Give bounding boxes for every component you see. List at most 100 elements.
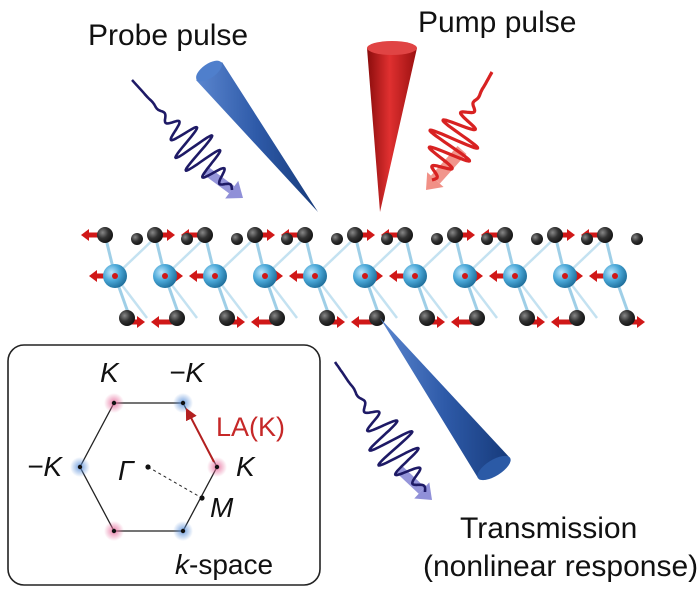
displacement-arrowhead xyxy=(167,229,175,241)
displacement-arrowhead xyxy=(251,316,259,328)
bz-k-top-label: K xyxy=(100,357,119,388)
m-point xyxy=(199,495,205,501)
k-space-suffix: -space xyxy=(189,549,274,580)
chalcogen-atom xyxy=(397,227,413,243)
displacement-arrowhead xyxy=(367,229,375,241)
chalcogen-atom xyxy=(219,310,235,326)
chalcogen-atom xyxy=(469,310,485,326)
bz-gamma-label: Γ xyxy=(118,455,134,486)
displacement-arrowhead xyxy=(589,270,597,282)
chalcogen-atom xyxy=(447,227,463,243)
transmission-direction-arrow-head xyxy=(414,482,432,500)
displacement-arrowhead xyxy=(267,229,275,241)
displacement-arrowhead xyxy=(637,316,645,328)
displacement-arrowhead xyxy=(489,270,497,282)
chalcogen-atom xyxy=(597,227,613,243)
transmission-cone-opening xyxy=(477,455,511,481)
metal-atom-core xyxy=(312,273,318,279)
chalcogen-atom xyxy=(197,227,213,243)
probe-pulse-label: Probe pulse xyxy=(88,19,249,52)
displacement-arrowhead xyxy=(437,316,445,328)
displacement-arrowhead xyxy=(289,270,297,282)
chalcogen-atom xyxy=(581,233,593,245)
metal-atom-core xyxy=(562,273,568,279)
displacement-arrowhead xyxy=(81,229,89,241)
displacement-arrowhead xyxy=(575,270,583,282)
metal-atom-core xyxy=(512,273,518,279)
phonon-la-k-arrow xyxy=(185,407,215,463)
chalcogen-atom xyxy=(331,233,343,245)
transmission-label: Transmission xyxy=(460,512,638,545)
chalcogen-atom xyxy=(381,233,393,245)
probe-beam-cone xyxy=(196,62,318,212)
chalcogen-atom xyxy=(369,310,385,326)
chalcogen-atom xyxy=(281,233,293,245)
metal-atom-core xyxy=(162,273,168,279)
chalcogen-atom xyxy=(231,233,243,245)
chalcogen-atom xyxy=(531,233,543,245)
bz-m-label: M xyxy=(210,492,234,523)
pump-direction-arrow-head xyxy=(426,172,444,190)
probe-direction-arrow xyxy=(202,166,235,194)
chalcogen-atom xyxy=(147,227,163,243)
displacement-arrowhead xyxy=(189,270,197,282)
displacement-arrowhead xyxy=(137,316,145,328)
chalcogen-atom xyxy=(619,310,635,326)
k-space-k-letter: k xyxy=(175,549,189,580)
chalcogen-atom xyxy=(481,233,493,245)
pump-cone-opening xyxy=(367,41,417,55)
displacement-arrowhead xyxy=(337,316,345,328)
chalcogen-atom xyxy=(247,227,263,243)
displacement-arrowhead xyxy=(351,316,359,328)
metal-atom-core xyxy=(362,273,368,279)
probe-direction-arrow-head xyxy=(225,180,243,199)
displacement-arrowhead xyxy=(151,316,159,328)
chalcogen-atom xyxy=(181,233,193,245)
metal-atom-core xyxy=(612,273,618,279)
chalcogen-atom xyxy=(297,227,313,243)
gamma-point xyxy=(145,464,151,470)
chalcogen-atom xyxy=(269,310,285,326)
chalcogen-atom xyxy=(631,233,643,245)
metal-atom-core xyxy=(412,273,418,279)
metal-atom-core xyxy=(462,273,468,279)
chalcogen-atom xyxy=(547,227,563,243)
probe-cone-opening xyxy=(196,60,222,82)
pump-wave-packet xyxy=(427,70,494,182)
crystal-lattice xyxy=(81,227,645,328)
displacement-arrowhead xyxy=(567,229,575,241)
nonlinear-response-label: (nonlinear response) xyxy=(423,550,699,583)
chalcogen-atom xyxy=(347,227,363,243)
k-space-panel xyxy=(7,344,321,586)
displacement-arrowhead xyxy=(89,270,97,282)
metal-atom-core xyxy=(112,273,118,279)
phonon-la-k-label: LA(K) xyxy=(216,412,286,442)
displacement-arrowhead xyxy=(451,316,459,328)
bz-k-right-label: K xyxy=(236,451,255,482)
bz-minus-k-left-label: −K xyxy=(27,451,63,482)
displacement-arrowhead xyxy=(475,270,483,282)
bz-minus-k-top-label: −K xyxy=(169,357,205,388)
chalcogen-atom xyxy=(569,310,585,326)
chalcogen-atom xyxy=(419,310,435,326)
chalcogen-atom xyxy=(519,310,535,326)
displacement-arrowhead xyxy=(467,229,475,241)
probe-wave-packet xyxy=(131,79,234,191)
displacement-arrowhead xyxy=(537,316,545,328)
displacement-arrowhead xyxy=(389,270,397,282)
displacement-arrowhead xyxy=(551,316,559,328)
wave-packets xyxy=(131,70,494,500)
chalcogen-atom xyxy=(319,310,335,326)
chalcogen-atom xyxy=(119,310,135,326)
transmission-beam-cone xyxy=(380,318,510,478)
chalcogen-atom xyxy=(97,227,113,243)
chalcogen-atom xyxy=(169,310,185,326)
displacement-arrowhead xyxy=(375,270,383,282)
chalcogen-atom xyxy=(431,233,443,245)
displacement-arrowhead xyxy=(275,270,283,282)
displacement-arrowhead xyxy=(237,316,245,328)
gamma-m-path xyxy=(147,466,203,499)
displacement-arrowhead xyxy=(175,270,183,282)
pump-pulse-label: Pump pulse xyxy=(418,6,577,39)
